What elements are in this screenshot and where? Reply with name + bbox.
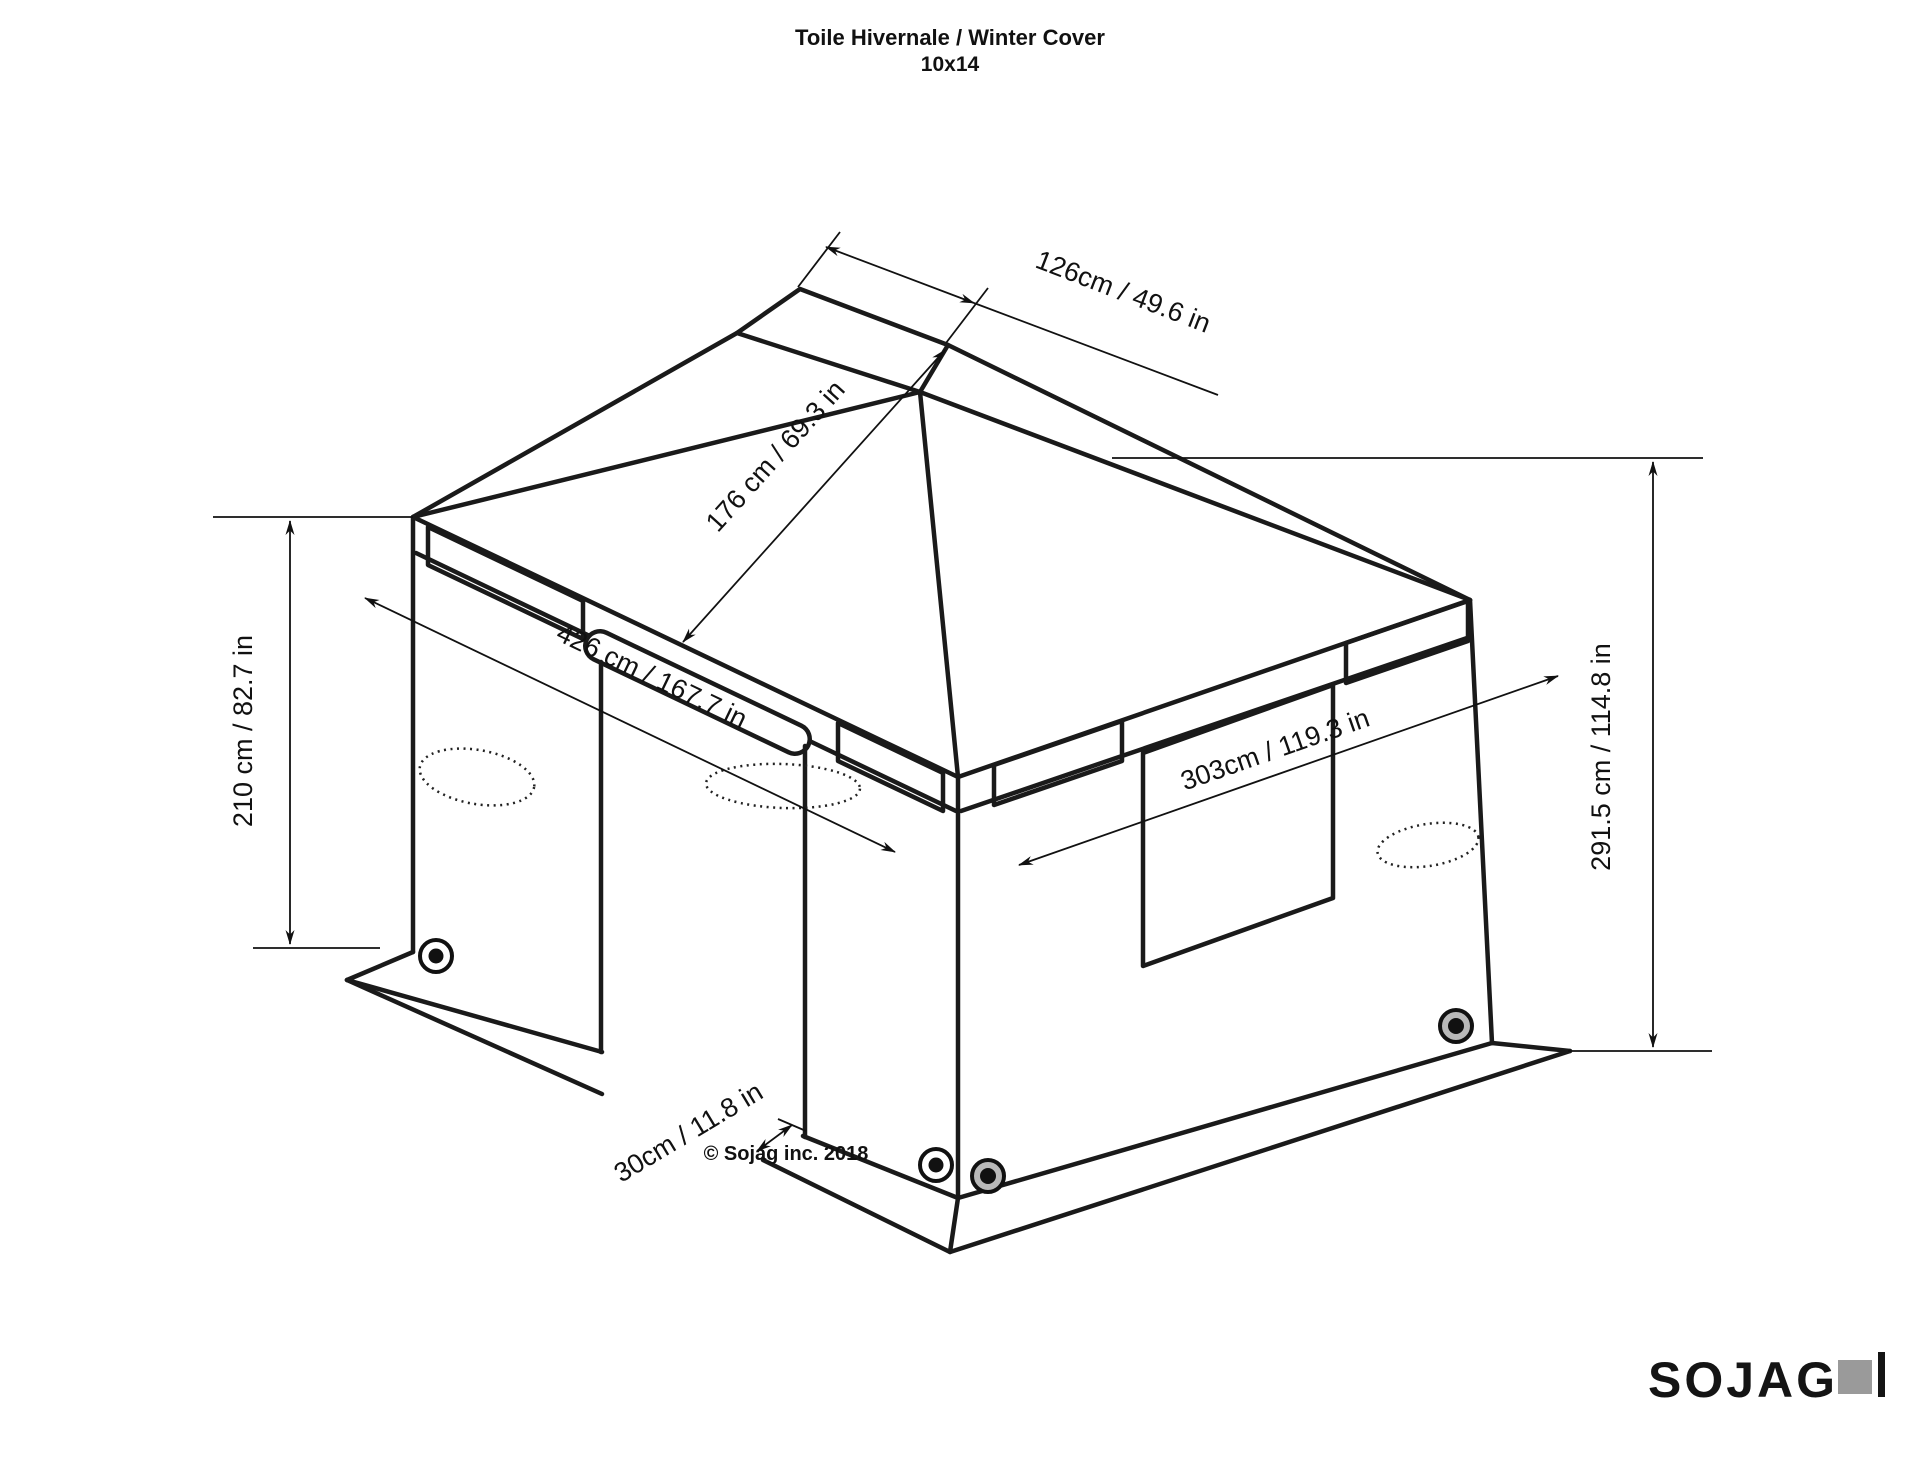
dim-label-skirt-height: 30cm / 11.8 in [609, 1076, 768, 1188]
dim-label-top-width: 126cm / 49.6 in [1032, 245, 1215, 339]
sojag-logo: SOJAG [1648, 1352, 1885, 1408]
page-subtitle: 10x14 [921, 53, 980, 76]
dimension-lines [213, 231, 1712, 1152]
sojag-logo-text: SOJAG [1648, 1352, 1838, 1408]
copyright-text: © Sojag inc. 2018 [704, 1143, 869, 1165]
sojag-logo-square-icon [1838, 1360, 1872, 1394]
dim-label-side-length: 426 cm / 167.7 in [552, 618, 752, 735]
grommets [418, 938, 1474, 1194]
dim-label-roof-slope: 176 cm / 69.3 in [700, 375, 851, 538]
dim-label-wall-height: 210 cm / 82.7 in [228, 635, 258, 827]
dim-label-total-height: 291.5 cm / 114.8 in [1586, 643, 1616, 871]
page-title: Toile Hivernale / Winter Cover [795, 25, 1105, 50]
sojag-logo-bar-icon [1878, 1352, 1885, 1397]
dim-label-side-width: 303cm / 119.3 in [1177, 703, 1373, 797]
